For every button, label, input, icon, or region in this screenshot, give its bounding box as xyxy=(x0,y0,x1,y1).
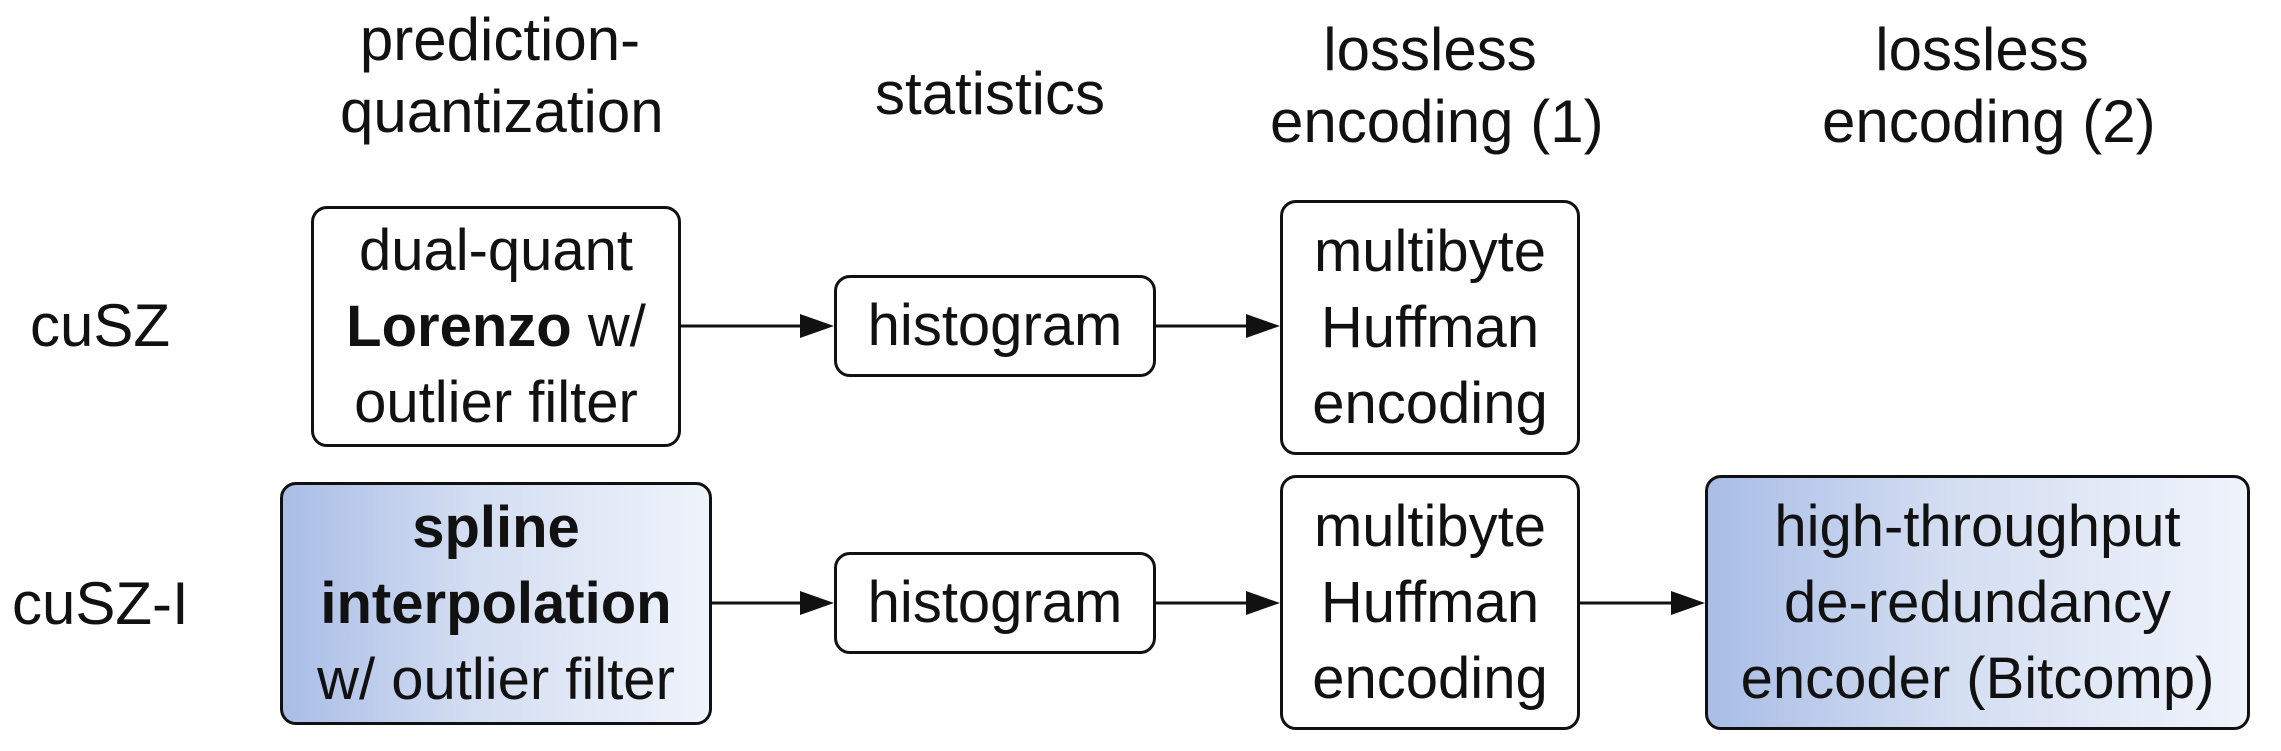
column-header-line: lossless xyxy=(1323,16,1537,83)
cusz-huffman-box: multibyte Huffman encoding xyxy=(1280,200,1580,455)
cusz-i-huffman-box: multibyte Huffman encoding xyxy=(1280,475,1580,730)
predictor-line: dual-quant xyxy=(358,217,634,283)
column-header-line: quantization xyxy=(340,78,664,145)
bitcomp-line: high-throughput xyxy=(1774,493,2181,559)
huffman-line: multibyte xyxy=(1313,218,1547,284)
predictor-line: interpolation xyxy=(320,570,672,636)
column-header-statistics: statistics xyxy=(830,58,1150,130)
column-header-line: encoding (1) xyxy=(1270,88,1604,155)
column-header-lossless-encoding-1: lossless encoding (1) xyxy=(1270,14,1604,158)
histogram-label: histogram xyxy=(867,293,1123,358)
cusz-i-predictor-box: spline interpolation w/ outlier filter xyxy=(280,482,712,725)
cusz-i-bitcomp-box: high-throughput de-redundancy encoder (B… xyxy=(1705,475,2250,730)
predictor-line: outlier filter xyxy=(354,369,638,435)
bitcomp-line: de-redundancy xyxy=(1784,569,2171,635)
column-header-prediction-quantization: prediction- quantization xyxy=(340,4,664,148)
predictor-line: Lorenzo w/ xyxy=(346,289,646,365)
predictor-name: Lorenzo xyxy=(346,293,572,359)
histogram-label: histogram xyxy=(867,570,1123,635)
huffman-line: encoding xyxy=(1312,370,1548,436)
arrow-cusz-i-huffman-to-bitcomp xyxy=(1580,591,1705,615)
column-header-line: lossless xyxy=(1875,16,2089,83)
column-header-line: encoding (2) xyxy=(1822,88,2156,155)
predictor-suffix: w/ xyxy=(571,293,646,359)
cusz-i-histogram-box: histogram xyxy=(834,552,1156,654)
column-header-line: prediction- xyxy=(359,6,641,73)
cusz-histogram-box: histogram xyxy=(834,275,1156,377)
predictor-line: spline xyxy=(412,494,580,560)
huffman-line: Huffman xyxy=(1320,294,1540,360)
huffman-line: multibyte xyxy=(1313,493,1547,559)
arrow-cusz-histogram-to-huffman xyxy=(1156,314,1280,338)
column-header-lossless-encoding-2: lossless encoding (2) xyxy=(1822,14,2156,158)
huffman-line: encoding xyxy=(1312,645,1548,711)
cusz-predictor-box: dual-quant Lorenzo w/ outlier filter xyxy=(311,206,681,447)
arrow-cusz-i-predictor-to-histogram xyxy=(712,591,834,615)
arrow-cusz-i-histogram-to-huffman xyxy=(1156,591,1280,615)
row-label-cusz-i: cuSZ-I xyxy=(12,570,189,637)
bitcomp-line: encoder (Bitcomp) xyxy=(1740,645,2215,711)
column-header-line: statistics xyxy=(874,60,1106,127)
row-label-cusz: cuSZ xyxy=(30,292,171,359)
predictor-line: w/ outlier filter xyxy=(317,646,675,712)
huffman-line: Huffman xyxy=(1320,569,1540,635)
arrow-cusz-predictor-to-histogram xyxy=(681,314,834,338)
